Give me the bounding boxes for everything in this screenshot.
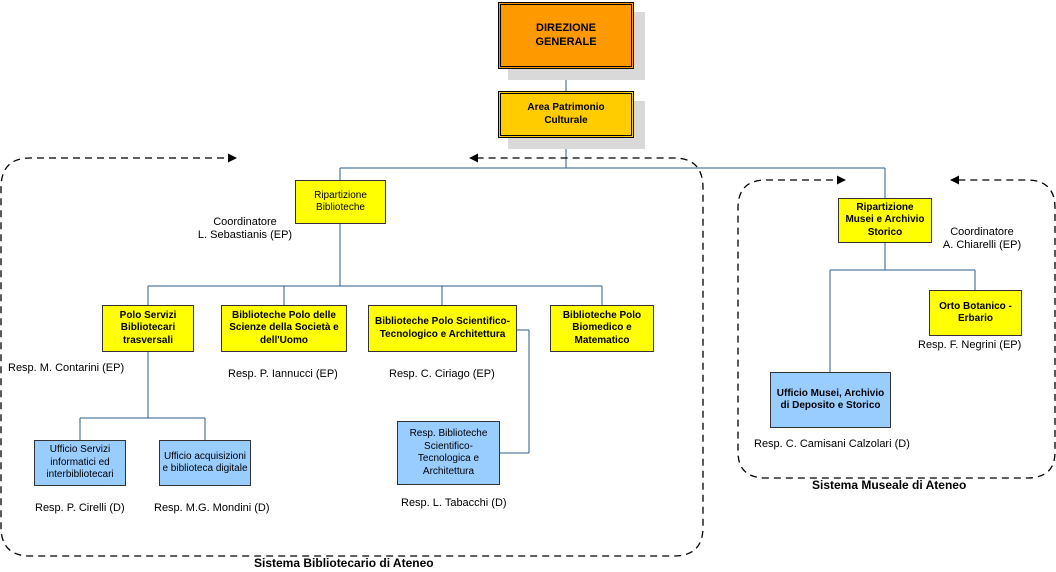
coordinatore-biblioteche-label: Coordinatore L. Sebastianis (EP) — [190, 216, 300, 241]
scienze-uomo-box: Biblioteche Polo delle Scienze della Soc… — [221, 305, 347, 352]
ufficio-musei-resp: Resp. C. Camisani Calzolari (D) — [754, 438, 910, 450]
orto-botanico-box: Orto Botanico - Erbario — [929, 290, 1022, 336]
coordinatore-musei-name: A. Chiarelli (EP) — [942, 238, 1022, 251]
coordinatore-biblioteche-title: Coordinatore — [213, 216, 277, 228]
scientifico-box: Biblioteche Polo Scientifico-Tecnologico… — [368, 305, 517, 352]
resp-scientifico-box: Resp. Biblioteche Scientifico-Tecnologic… — [397, 421, 500, 485]
ufficio-servizi-resp: Resp. P. Cirelli (D) — [35, 502, 125, 514]
coordinatore-musei-label: Coordinatore A. Chiarelli (EP) — [936, 226, 1028, 251]
sistema-bibliotecario-label: Sistema Bibliotecario di Ateneo — [254, 556, 434, 570]
orto-botanico-resp: Resp. F. Negrini (EP) — [918, 339, 1022, 351]
ufficio-servizi-box: Ufficio Servizi informatici ed interbibl… — [34, 440, 126, 486]
ufficio-acquisizioni-box: Ufficio acquisizioni e biblioteca digita… — [159, 440, 251, 486]
area-patrimonio-box: Area Patrimonio Culturale — [498, 91, 634, 138]
ripartizione-musei-box: Ripartizione Musei e Archivio Storico — [838, 198, 932, 243]
coordinatore-biblioteche-name: L. Sebastianis (EP) — [197, 228, 293, 241]
ufficio-musei-box: Ufficio Musei, Archivio di Deposito e St… — [770, 372, 891, 428]
ufficio-acquisizioni-resp: Resp. M.G. Mondini (D) — [154, 502, 270, 514]
scienze-uomo-resp: Resp. P. Iannucci (EP) — [228, 368, 338, 380]
polo-servizi-box: Polo Servizi Bibliotecari trasversali — [102, 305, 194, 352]
polo-servizi-resp: Resp. M. Contarini (EP) — [8, 362, 125, 374]
direzione-generale-box: DIREZIONE GENERALE — [498, 2, 634, 69]
sistema-museale-label: Sistema Museale di Ateneo — [812, 478, 967, 492]
biomedico-box: Biblioteche Polo Biomedico e Matematico — [550, 305, 654, 352]
resp-scientifico-resp: Resp. L. Tabacchi (D) — [401, 497, 507, 509]
scientifico-resp: Resp. C. Ciriago (EP) — [389, 368, 495, 380]
coordinatore-musei-title: Coordinatore — [950, 226, 1014, 238]
ripartizione-biblioteche-box: Ripartizione Biblioteche — [295, 180, 386, 224]
